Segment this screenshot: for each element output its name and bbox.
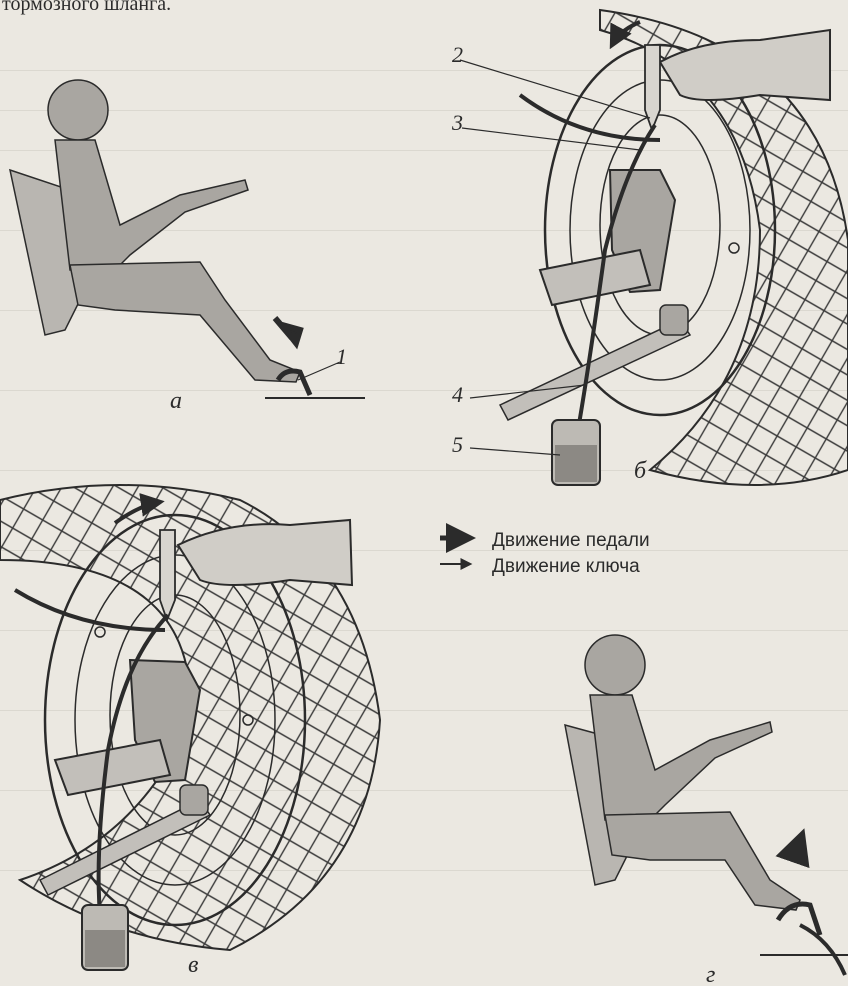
leader-line-3 (462, 128, 640, 150)
wrench-v (160, 530, 175, 620)
panel-b: 2 3 4 5 б (451, 10, 848, 485)
callout-3: 3 (451, 110, 463, 135)
brake-pedal-g (778, 904, 820, 935)
pedal-release-arrow-g (795, 835, 802, 855)
panel-label-v: в (188, 952, 198, 978)
driver-legs-a (70, 262, 300, 382)
jar-fluid-b (555, 445, 597, 482)
ball-joint-b (660, 305, 688, 335)
top-text-fragment: тормозного шланга. (2, 0, 171, 15)
driver-head-g (585, 635, 645, 695)
panel-a: 1 а (10, 80, 365, 414)
legend: Движение педали Движение ключа (440, 530, 650, 577)
driver-body-a (55, 140, 248, 270)
panel-v: в (0, 485, 380, 978)
panel-g: г (565, 635, 848, 986)
panel-label-b: б (634, 458, 647, 484)
driver-legs-g (605, 812, 800, 910)
driver-head-a (48, 80, 108, 140)
hub-bolt-v2 (95, 627, 105, 637)
leader-line-2 (460, 60, 650, 118)
callout-2: 2 (452, 42, 463, 67)
callout-5: 5 (452, 432, 463, 457)
panel-label-g: г (706, 962, 715, 986)
pedal-push-arrow-a (275, 318, 300, 343)
leader-line-1 (298, 362, 340, 380)
ball-joint-v (180, 785, 208, 815)
driver-body-g (590, 695, 772, 820)
jar-fluid-v (85, 930, 125, 967)
brake-hose-g (800, 925, 845, 975)
callout-4: 4 (452, 382, 463, 407)
leader-line-5 (470, 448, 560, 455)
hub-bolt-b (729, 243, 739, 253)
panel-label-a: а (170, 388, 182, 414)
suspension-arm-b (540, 250, 650, 305)
brake-hose-b (520, 95, 660, 140)
legend-key-label: Движение ключа (492, 556, 640, 577)
callout-1: 1 (336, 344, 347, 369)
legend-pedal-label: Движение педали (492, 530, 650, 551)
